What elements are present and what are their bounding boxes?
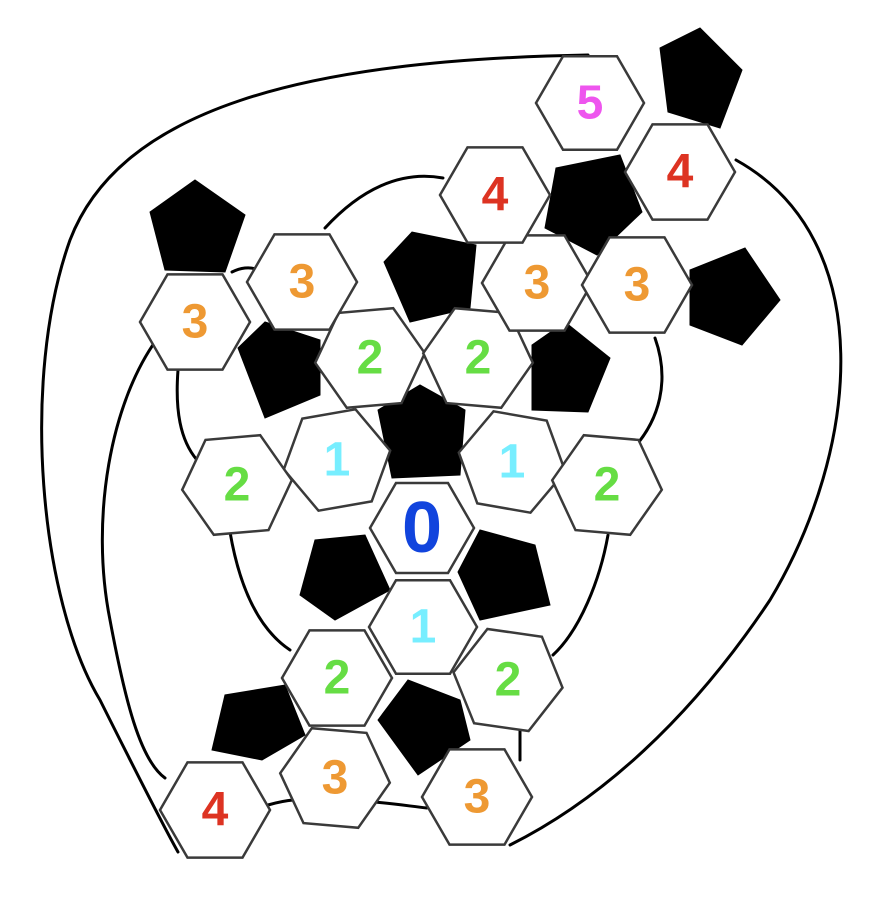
distance-label: 1 — [324, 434, 351, 487]
hexagon-shape — [280, 629, 394, 727]
hexagon-h4c: 4 — [158, 761, 272, 859]
hexagon-shape — [367, 578, 479, 676]
distance-label: 2 — [465, 332, 492, 385]
outer-curve-left — [40, 53, 590, 854]
distance-label: 3 — [624, 259, 651, 312]
pentagon-top-center — [544, 154, 643, 256]
hexagon-shape — [580, 236, 694, 334]
hexagon-h2a: 2 — [313, 306, 427, 410]
hexagon-h2f: 2 — [452, 627, 564, 733]
distance-label: 3 — [524, 257, 551, 310]
hexagon-shape — [420, 748, 534, 846]
hexagon-shape — [313, 306, 427, 410]
distance-label: 4 — [482, 169, 509, 222]
hexagon-shape — [534, 54, 646, 152]
distance-label: 2 — [495, 654, 522, 707]
hexagon-shape — [368, 481, 476, 575]
hexagon-h1c: 1 — [367, 578, 479, 676]
hexagon-h3a: 3 — [245, 233, 359, 331]
pentagon-center — [377, 384, 466, 479]
pentagon-top-right — [659, 27, 743, 129]
hexagon-h2c: 2 — [180, 433, 294, 537]
hexagon-shape — [278, 726, 392, 830]
hexagon-shape — [438, 146, 552, 244]
curve-top-4 — [323, 174, 445, 230]
curve-right-2-to-2 — [551, 533, 610, 657]
distance-label: 3 — [464, 771, 491, 824]
hexagon-h4b: 4 — [623, 123, 737, 221]
distance-label: 0 — [402, 488, 442, 568]
hexagon-shape — [245, 233, 359, 331]
hexagon-shape — [480, 234, 594, 332]
hexagon-shape — [457, 409, 567, 515]
hexagon-shape — [180, 433, 294, 537]
curve-left-3-to-2 — [175, 368, 199, 462]
distance-label: 4 — [202, 784, 229, 837]
curve-left-inner — [100, 333, 167, 780]
distance-label: 3 — [322, 752, 349, 805]
pentagon-mid-right — [531, 321, 611, 413]
distance-label: 2 — [594, 459, 621, 512]
connection-curves — [40, 53, 843, 854]
pentagon-left-low — [299, 534, 391, 621]
hexagon-h2d: 2 — [550, 433, 664, 537]
pentagon-upper-center — [383, 231, 477, 323]
hexagon-h1a: 1 — [282, 407, 392, 513]
hexagon-h3c: 3 — [580, 236, 694, 334]
distance-label: 3 — [182, 296, 209, 349]
distance-label: 4 — [667, 146, 694, 199]
pentagon-mid-left — [237, 321, 321, 419]
curve-left-2-to-2 — [228, 530, 292, 652]
curve-right-3-to-2 — [630, 336, 664, 452]
hexagon-h5: 5 — [534, 54, 646, 152]
pentagon-right-low — [457, 529, 551, 621]
hexagon-h3b: 3 — [480, 234, 594, 332]
distance-label: 2 — [324, 652, 351, 705]
pentagon-bottom-left — [211, 684, 306, 761]
hexagon-shape — [550, 433, 664, 537]
hexagon-shape — [452, 627, 564, 733]
hexagon-h3f: 3 — [420, 748, 534, 846]
distance-label: 1 — [410, 601, 437, 654]
outer-curve-right — [508, 158, 843, 847]
hexagon-h0: 0 — [368, 481, 476, 575]
hexagon-h1b: 1 — [457, 409, 567, 515]
distance-label: 3 — [289, 256, 316, 309]
distance-label: 1 — [499, 436, 526, 489]
hexagon-h2e: 2 — [280, 629, 394, 727]
distance-label: 5 — [577, 77, 604, 130]
hexagon-h4a: 4 — [438, 146, 552, 244]
hexagon-shape — [623, 123, 737, 221]
hexagon-shape — [158, 761, 272, 859]
distance-label: 2 — [357, 332, 384, 385]
hexagon-h3e: 3 — [278, 726, 392, 830]
distance-label: 2 — [224, 459, 251, 512]
hexagon-shape — [138, 273, 252, 371]
pentagons — [149, 27, 781, 776]
pentagon-right — [689, 247, 781, 346]
pentagon-top-left — [149, 179, 246, 273]
hexagon-h3d: 3 — [138, 273, 252, 371]
